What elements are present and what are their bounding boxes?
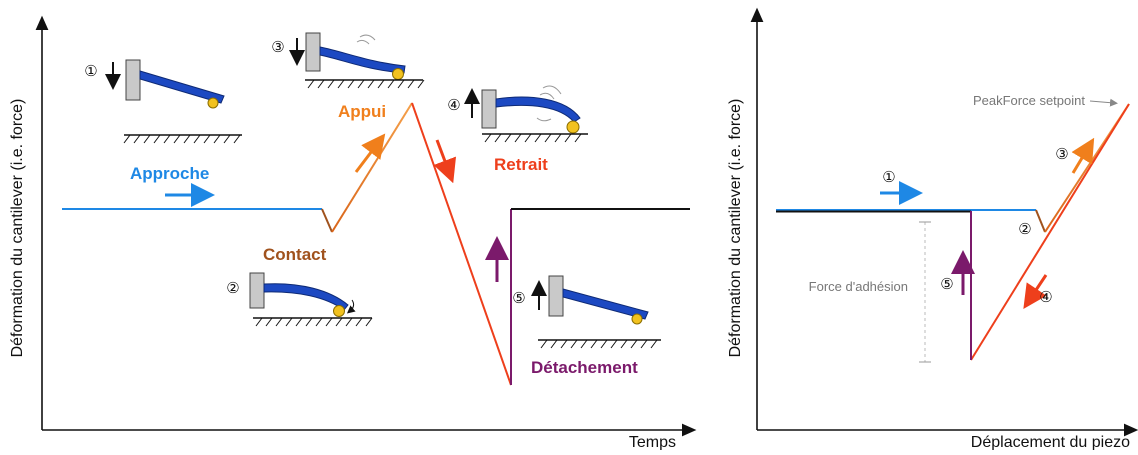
illustration-step-5: ⑤ [512,275,661,349]
vibration-icon [536,85,562,122]
label-approach: Approche [130,164,209,183]
step-5-marker: ⑤ [512,290,525,307]
step-1-marker: ① [84,63,97,80]
step-2-marker: ② [226,280,239,297]
arrow-retract [433,139,457,184]
cantilever-holder [548,275,564,317]
illustration-step-1: ① [84,59,242,144]
fd-step-2-marker: ② [1018,221,1031,238]
right-panel: Déformation du cantilever (i.e. force) D… [727,7,1138,451]
curve-contact [321,208,333,233]
cantilever-holder [481,89,497,129]
sample-hatching [255,317,373,327]
step-3-marker: ③ [271,39,284,56]
sample-hatching [307,79,425,89]
fd-retract-curve [970,103,1130,361]
vibration-icon [356,34,376,45]
illustration-step-2: ② [226,272,373,327]
peakforce-setpoint-label: PeakForce setpoint [973,93,1085,108]
left-panel: Déformation du cantilever (i.e. force) T… [9,15,697,451]
left-x-axis-label: Temps [629,434,676,450]
adhesion-force-label: Force d'adhésion [809,279,908,294]
probe-tip [566,120,580,134]
probe-tip [333,305,345,317]
probe-tip [631,313,643,325]
illustration-step-3: ③ [271,32,425,89]
label-detach: Détachement [531,358,638,377]
fd-contact-curve [1035,209,1046,233]
illustration-step-4: ④ [447,85,588,143]
label-press: Appui [338,102,386,121]
sample-hatching [540,339,658,349]
sample-hatching [123,134,241,144]
right-x-axis-label: Déplacement du piezo [971,434,1130,450]
label-retract: Retrait [494,155,548,174]
fd-step-5-marker: ⑤ [940,276,953,293]
step-4-marker: ④ [447,97,460,114]
right-y-axis-label: Déformation du cantilever (i.e. force) [727,99,744,358]
cantilever-beam [139,70,225,104]
setpoint-pointer [1089,98,1118,107]
bend-icon [346,299,356,314]
curve-retract [411,102,512,386]
cantilever-beam [263,283,349,311]
label-contact: Contact [263,245,327,264]
fd-step-3-marker: ③ [1055,146,1068,163]
cantilever-beam [562,288,649,320]
sample-hatching [484,133,582,143]
arrow-press [354,133,386,173]
cantilever-beam [319,46,406,74]
fd-step-4-marker: ④ [1039,289,1052,306]
fd-step-1-marker: ① [882,169,895,186]
fd-arrow-press [1071,137,1095,174]
fd-arrow-retract [1023,274,1048,309]
cantilever-holder [305,32,321,72]
left-y-axis-label: Déformation du cantilever (i.e. force) [9,99,26,358]
curve-press [331,102,413,233]
cantilever-holder [125,59,141,101]
probe-tip [392,68,404,80]
cantilever-holder [249,272,265,309]
probe-tip [207,97,219,109]
